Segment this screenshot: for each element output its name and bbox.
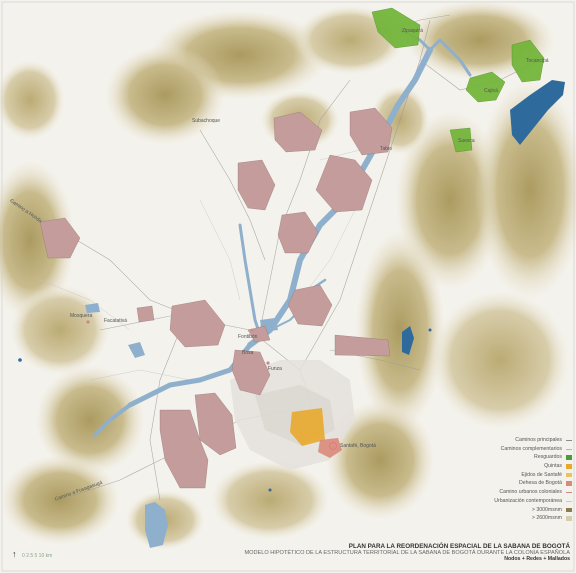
place-label-zipaquira: Zipaquirá: [402, 28, 423, 34]
legend-item-urbanizacion: Urbanización contemporánea: [468, 497, 572, 506]
legend-box-swatch: [566, 472, 572, 478]
legend-line-swatch: [566, 500, 572, 502]
legend-item-caminos-complementarios: Caminos complementarios: [468, 445, 572, 454]
water-bodies: [18, 80, 565, 548]
place-label-cajica: Cajicá: [484, 88, 498, 94]
scale-bar: 0 2.5 5 10 km: [22, 553, 53, 559]
place-label-subachoque: Subachoque: [192, 118, 221, 124]
legend-item-ejidos: Ejidos de Santafé: [468, 471, 572, 480]
legend-label: > 3000msnm: [531, 506, 562, 513]
place-label-bosa: Bosa: [242, 350, 254, 356]
legend-label: Resguardos: [534, 454, 562, 461]
place-label-santafe: Santafé, Bogotá: [340, 443, 376, 449]
place-label-tabio: Tabio: [380, 146, 392, 152]
place-label-tocancipa: Tocancipá: [526, 58, 549, 64]
legend-label: Caminos principales: [515, 437, 562, 443]
legend-label: Dehesa de Bogotá: [519, 480, 562, 487]
legend-label: Urbanización contemporánea: [494, 497, 562, 504]
legend-label: Quintas: [544, 463, 562, 470]
legend-item-resguardos: Resguardos: [468, 453, 572, 462]
resguardos-layer: [371, 7, 545, 153]
legend-box-swatch: [566, 464, 572, 469]
place-label-suesca: Suesca: [458, 138, 475, 144]
place-label-mosquera: Mosquera: [70, 313, 93, 319]
town-markers: [86, 320, 337, 450]
legend-label: Caminos complementarios: [500, 445, 562, 452]
legend-item-quintas: Quintas: [468, 462, 572, 471]
map-legend: Caminos principales Caminos complementar…: [468, 436, 572, 523]
legend-label: Ejidos de Santafé: [521, 471, 562, 478]
north-arrow-icon: ↑: [12, 549, 17, 559]
legend-item-2600msnm: > 2600msnm: [468, 514, 572, 523]
lake-tomine: [510, 80, 565, 145]
place-label-fontibon: Fontibón: [238, 334, 258, 340]
place-label-facatativa: Facatativá: [104, 318, 128, 324]
legend-item-3000msnm: > 3000msnm: [468, 506, 572, 515]
legend-box-swatch: [566, 455, 572, 460]
legend-line-swatch: [566, 440, 572, 441]
legend-item-camino-urbanos: Camino urbanos coloniales: [468, 488, 572, 497]
legend-line-swatch: [566, 492, 572, 494]
map-title-block: PLAN PARA LA REORDENACIÓN ESPACIAL DE LA…: [180, 543, 570, 562]
legend-item-dehesa: Dehesa de Bogotá: [468, 479, 572, 488]
legend-box-swatch: [566, 516, 572, 521]
place-label-funza: Funza: [268, 366, 282, 372]
parcels-layer: [39, 107, 393, 489]
quintas-area: [290, 408, 325, 446]
legend-label: > 2600msnm: [531, 515, 562, 522]
map-detail: Nodos + Redes + Mallados: [504, 556, 570, 562]
legend-box-swatch: [566, 507, 572, 512]
legend-item-caminos-principales: Caminos principales: [468, 436, 572, 445]
legend-label: Camino urbanos coloniales: [499, 489, 562, 496]
legend-box-swatch: [566, 481, 572, 486]
map-subtitle: MODELO HIPOTÉTICO DE LA ESTRUCTURA TERRI…: [244, 550, 570, 556]
map-title: PLAN PARA LA REORDENACIÓN ESPACIAL DE LA…: [348, 543, 570, 550]
legend-line-swatch: [566, 448, 572, 450]
